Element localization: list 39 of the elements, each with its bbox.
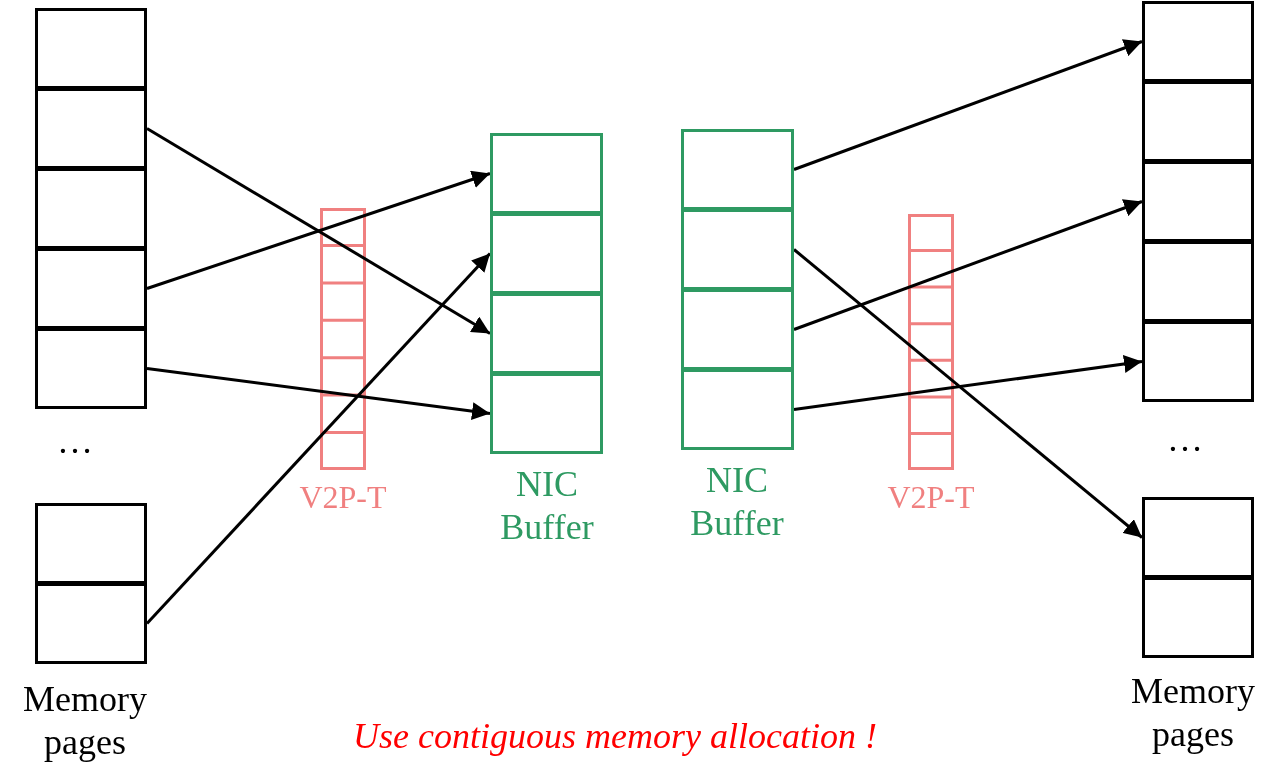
memory-page xyxy=(1142,1,1254,82)
buffer-slot xyxy=(681,369,794,450)
memory-page xyxy=(35,8,147,89)
caption: Use contiguous memory allocation ! xyxy=(352,715,878,758)
memory-page xyxy=(35,503,147,584)
memory-page xyxy=(1142,497,1254,578)
memory-page xyxy=(35,168,147,249)
buffer-slot xyxy=(490,293,603,374)
arrow xyxy=(793,355,1143,411)
arrow xyxy=(793,248,1143,539)
arrow xyxy=(146,170,491,290)
memory-page xyxy=(1142,161,1254,242)
table-label: V2P-T xyxy=(298,478,388,517)
memory-page xyxy=(1142,321,1254,402)
table-label: V2P-T xyxy=(886,478,976,517)
arrow xyxy=(145,252,492,625)
memory-page xyxy=(35,583,147,664)
memory-page xyxy=(1142,241,1254,322)
buffer-slot xyxy=(681,209,794,290)
memory-page xyxy=(1142,577,1254,658)
buffer-slot xyxy=(681,289,794,370)
arrow xyxy=(793,199,1143,331)
buffer-slot xyxy=(490,213,603,294)
memory-page xyxy=(35,88,147,169)
memory-page xyxy=(1142,81,1254,162)
buffer-slot xyxy=(681,129,794,210)
column-label: Memory pages xyxy=(1130,670,1256,757)
ellipsis: … xyxy=(56,420,94,463)
column-label: Memory pages xyxy=(22,678,148,765)
memory-page xyxy=(35,328,147,409)
buffer-slot xyxy=(490,133,603,214)
memory-page xyxy=(35,248,147,329)
ellipsis: … xyxy=(1166,418,1204,461)
buffer-slot xyxy=(490,373,603,454)
arrow xyxy=(793,39,1143,171)
buffer-label: NIC Buffer xyxy=(499,463,595,550)
arrow xyxy=(146,367,491,421)
buffer-label: NIC Buffer xyxy=(689,459,785,546)
arrow xyxy=(146,127,491,335)
